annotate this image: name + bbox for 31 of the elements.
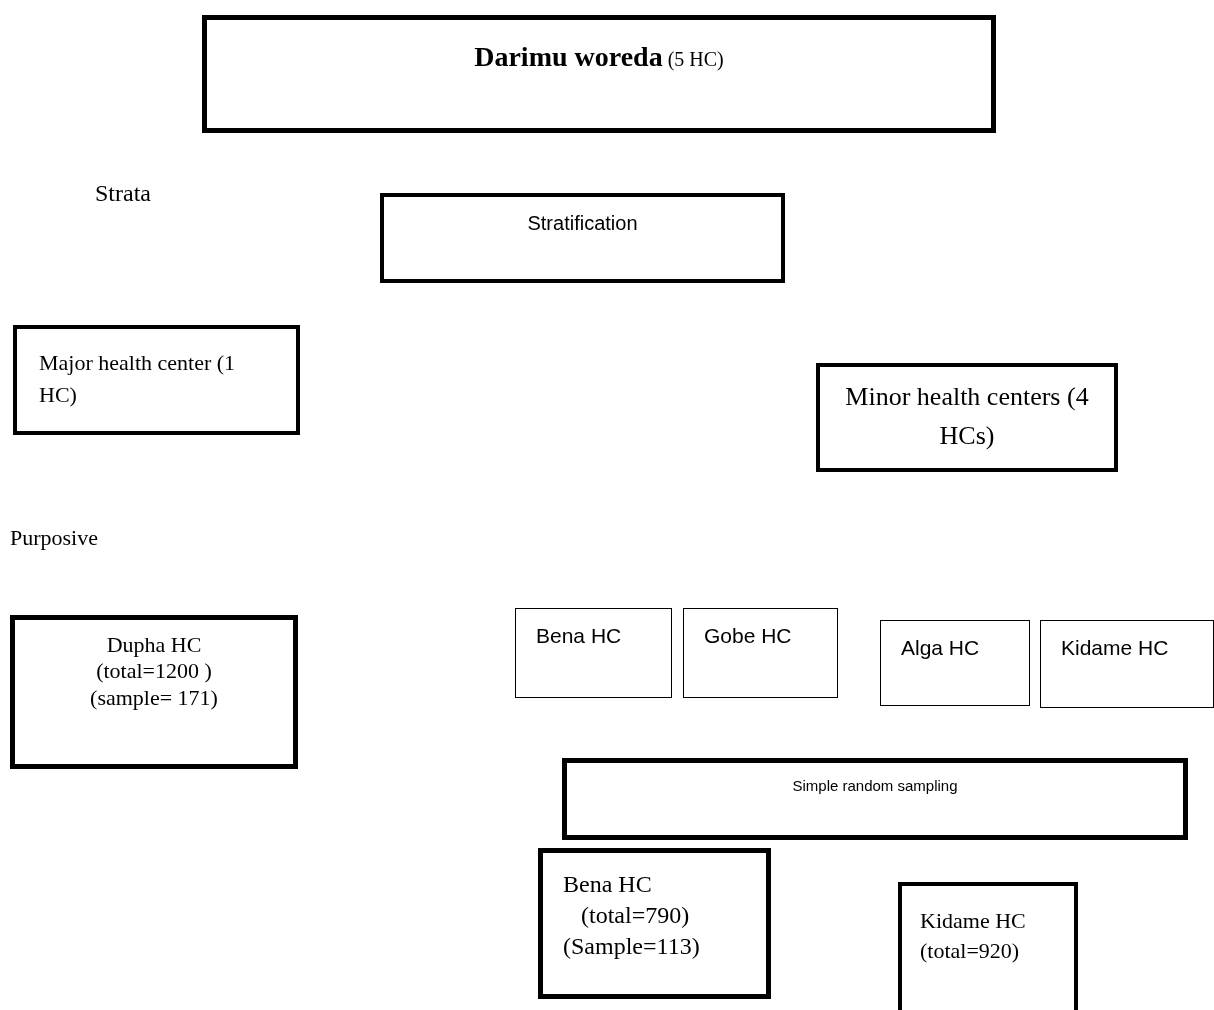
node-text: (sample= 171) <box>89 684 219 712</box>
node-text: (total=790) <box>580 901 691 931</box>
stage-label: Strata <box>95 180 151 207</box>
node-text: Gobe HC <box>704 623 793 649</box>
title-box <box>202 15 996 133</box>
health-center-box <box>13 325 300 435</box>
node-text: (total=1200 ) <box>95 658 213 685</box>
process-box <box>380 193 785 283</box>
health-center-box <box>880 620 1030 706</box>
node-text: Stratification <box>526 211 639 235</box>
node-text: Simple random sampling <box>791 777 959 795</box>
node-text: Darimu woreda (5 HC) <box>473 40 725 74</box>
health-center-box <box>1040 620 1214 708</box>
health-center-box <box>898 882 1078 1010</box>
stage-label: Purposive <box>10 525 98 551</box>
health-center-box <box>515 608 672 698</box>
node-text: Major health center (1 HC) <box>39 349 237 409</box>
node-text: Kidame HC <box>1061 635 1170 661</box>
node-heading: Dupha HC <box>105 632 203 659</box>
health-center-box <box>538 848 771 999</box>
health-center-box <box>10 615 298 769</box>
node-text: Bena HC <box>536 623 623 649</box>
node-heading: Kidame HC <box>920 907 1027 935</box>
node-heading: Bena HC <box>563 870 653 899</box>
node-text: (total=920) <box>920 936 1021 965</box>
health-center-box <box>683 608 838 698</box>
health-center-box <box>816 363 1118 472</box>
node-text: Alga HC <box>901 635 981 661</box>
process-box <box>562 758 1188 840</box>
node-text: Minor health centers (4 HCs) <box>844 381 1090 452</box>
node-text: (Sample=113) <box>563 932 701 962</box>
